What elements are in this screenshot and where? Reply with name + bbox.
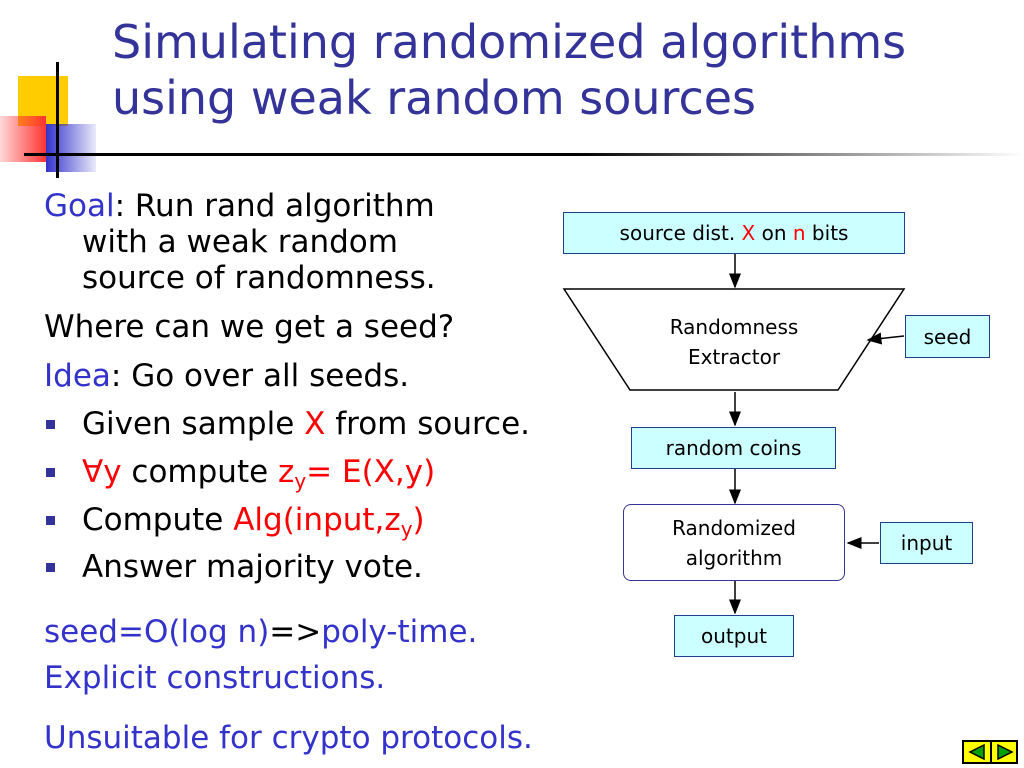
unsuitable-line: Unsuitable for crypto protocols. bbox=[44, 720, 533, 756]
seed-box: seed bbox=[905, 315, 990, 358]
goal-line: Goal: Run rand algorithm bbox=[44, 186, 435, 226]
poly-time: poly-time. bbox=[321, 614, 478, 650]
bullet-1-x: X bbox=[304, 406, 326, 442]
title-line-1: Simulating randomized algorithms bbox=[112, 15, 907, 69]
randomized-algorithm-box: Randomized algorithm bbox=[623, 504, 845, 581]
deco-blue-square bbox=[46, 124, 96, 172]
bullet-2-forall: ∀y bbox=[82, 454, 122, 490]
idea-text: : Go over all seeds. bbox=[110, 358, 410, 394]
source-distribution-box: source dist. X on n bits bbox=[563, 212, 905, 254]
goal-label: Goal bbox=[44, 188, 115, 224]
bullet-item-2: ∀y compute zy= E(X,y) bbox=[82, 452, 435, 492]
explicit-constructions: Explicit constructions. bbox=[44, 660, 386, 696]
bullet-marker-3 bbox=[46, 516, 55, 525]
bullet-item-4: Answer majority vote. bbox=[82, 549, 423, 585]
implies-arrow: => bbox=[269, 614, 322, 650]
bullet-3-alg: Alg(input,zy) bbox=[233, 502, 425, 541]
goal-continuation-2: source of randomness. bbox=[82, 260, 436, 296]
seed-complexity: seed=O(log n) bbox=[44, 614, 270, 650]
bullet-marker-2 bbox=[46, 468, 55, 477]
bullet-marker-1 bbox=[46, 420, 55, 429]
bullet-marker-4 bbox=[46, 563, 55, 572]
bullet-2-z: zy= E(X,y) bbox=[278, 454, 436, 493]
page-title: Simulating randomized algorithms using w… bbox=[112, 14, 1012, 126]
deco-vertical-line bbox=[56, 62, 59, 178]
goal-text: : Run rand algorithm bbox=[114, 188, 435, 224]
algorithm-line-2: algorithm bbox=[685, 545, 783, 570]
extractor-line-2: Extractor bbox=[687, 345, 781, 369]
title-line-2: using weak random sources bbox=[112, 71, 756, 125]
extractor-shape bbox=[562, 288, 906, 391]
goal-continuation-1: with a weak random bbox=[82, 224, 398, 260]
seed-complexity-line: seed=O(log n)=>poly-time. bbox=[44, 612, 477, 652]
input-box: input bbox=[880, 522, 973, 564]
arrow-seed-to-extractor bbox=[866, 332, 905, 345]
randomness-extractor-label: Randomness Extractor bbox=[620, 312, 848, 372]
bullet-item-3: Compute Alg(input,zy) bbox=[82, 500, 425, 540]
seed-question: Where can we get a seed? bbox=[44, 309, 455, 345]
bullet-1-pre: Given sample bbox=[82, 406, 305, 442]
nav-divider bbox=[990, 742, 992, 762]
random-coins-box: random coins bbox=[631, 427, 836, 469]
bullet-2-mid: compute bbox=[121, 454, 279, 490]
idea-label: Idea bbox=[44, 358, 111, 394]
idea-line: Idea: Go over all seeds. bbox=[44, 356, 409, 396]
title-divider bbox=[24, 153, 1024, 156]
bullet-item-1: Given sample X from source. bbox=[82, 404, 530, 444]
bullet-1-post: from source. bbox=[325, 406, 531, 442]
algorithm-line-1: Randomized bbox=[672, 515, 796, 540]
output-box: output bbox=[674, 615, 794, 657]
previous-slide-icon[interactable] bbox=[964, 742, 990, 762]
bullet-3-pre: Compute bbox=[82, 502, 234, 538]
extractor-line-1: Randomness bbox=[669, 315, 799, 339]
next-slide-icon[interactable] bbox=[992, 742, 1018, 762]
slide-navigation bbox=[962, 740, 1018, 764]
